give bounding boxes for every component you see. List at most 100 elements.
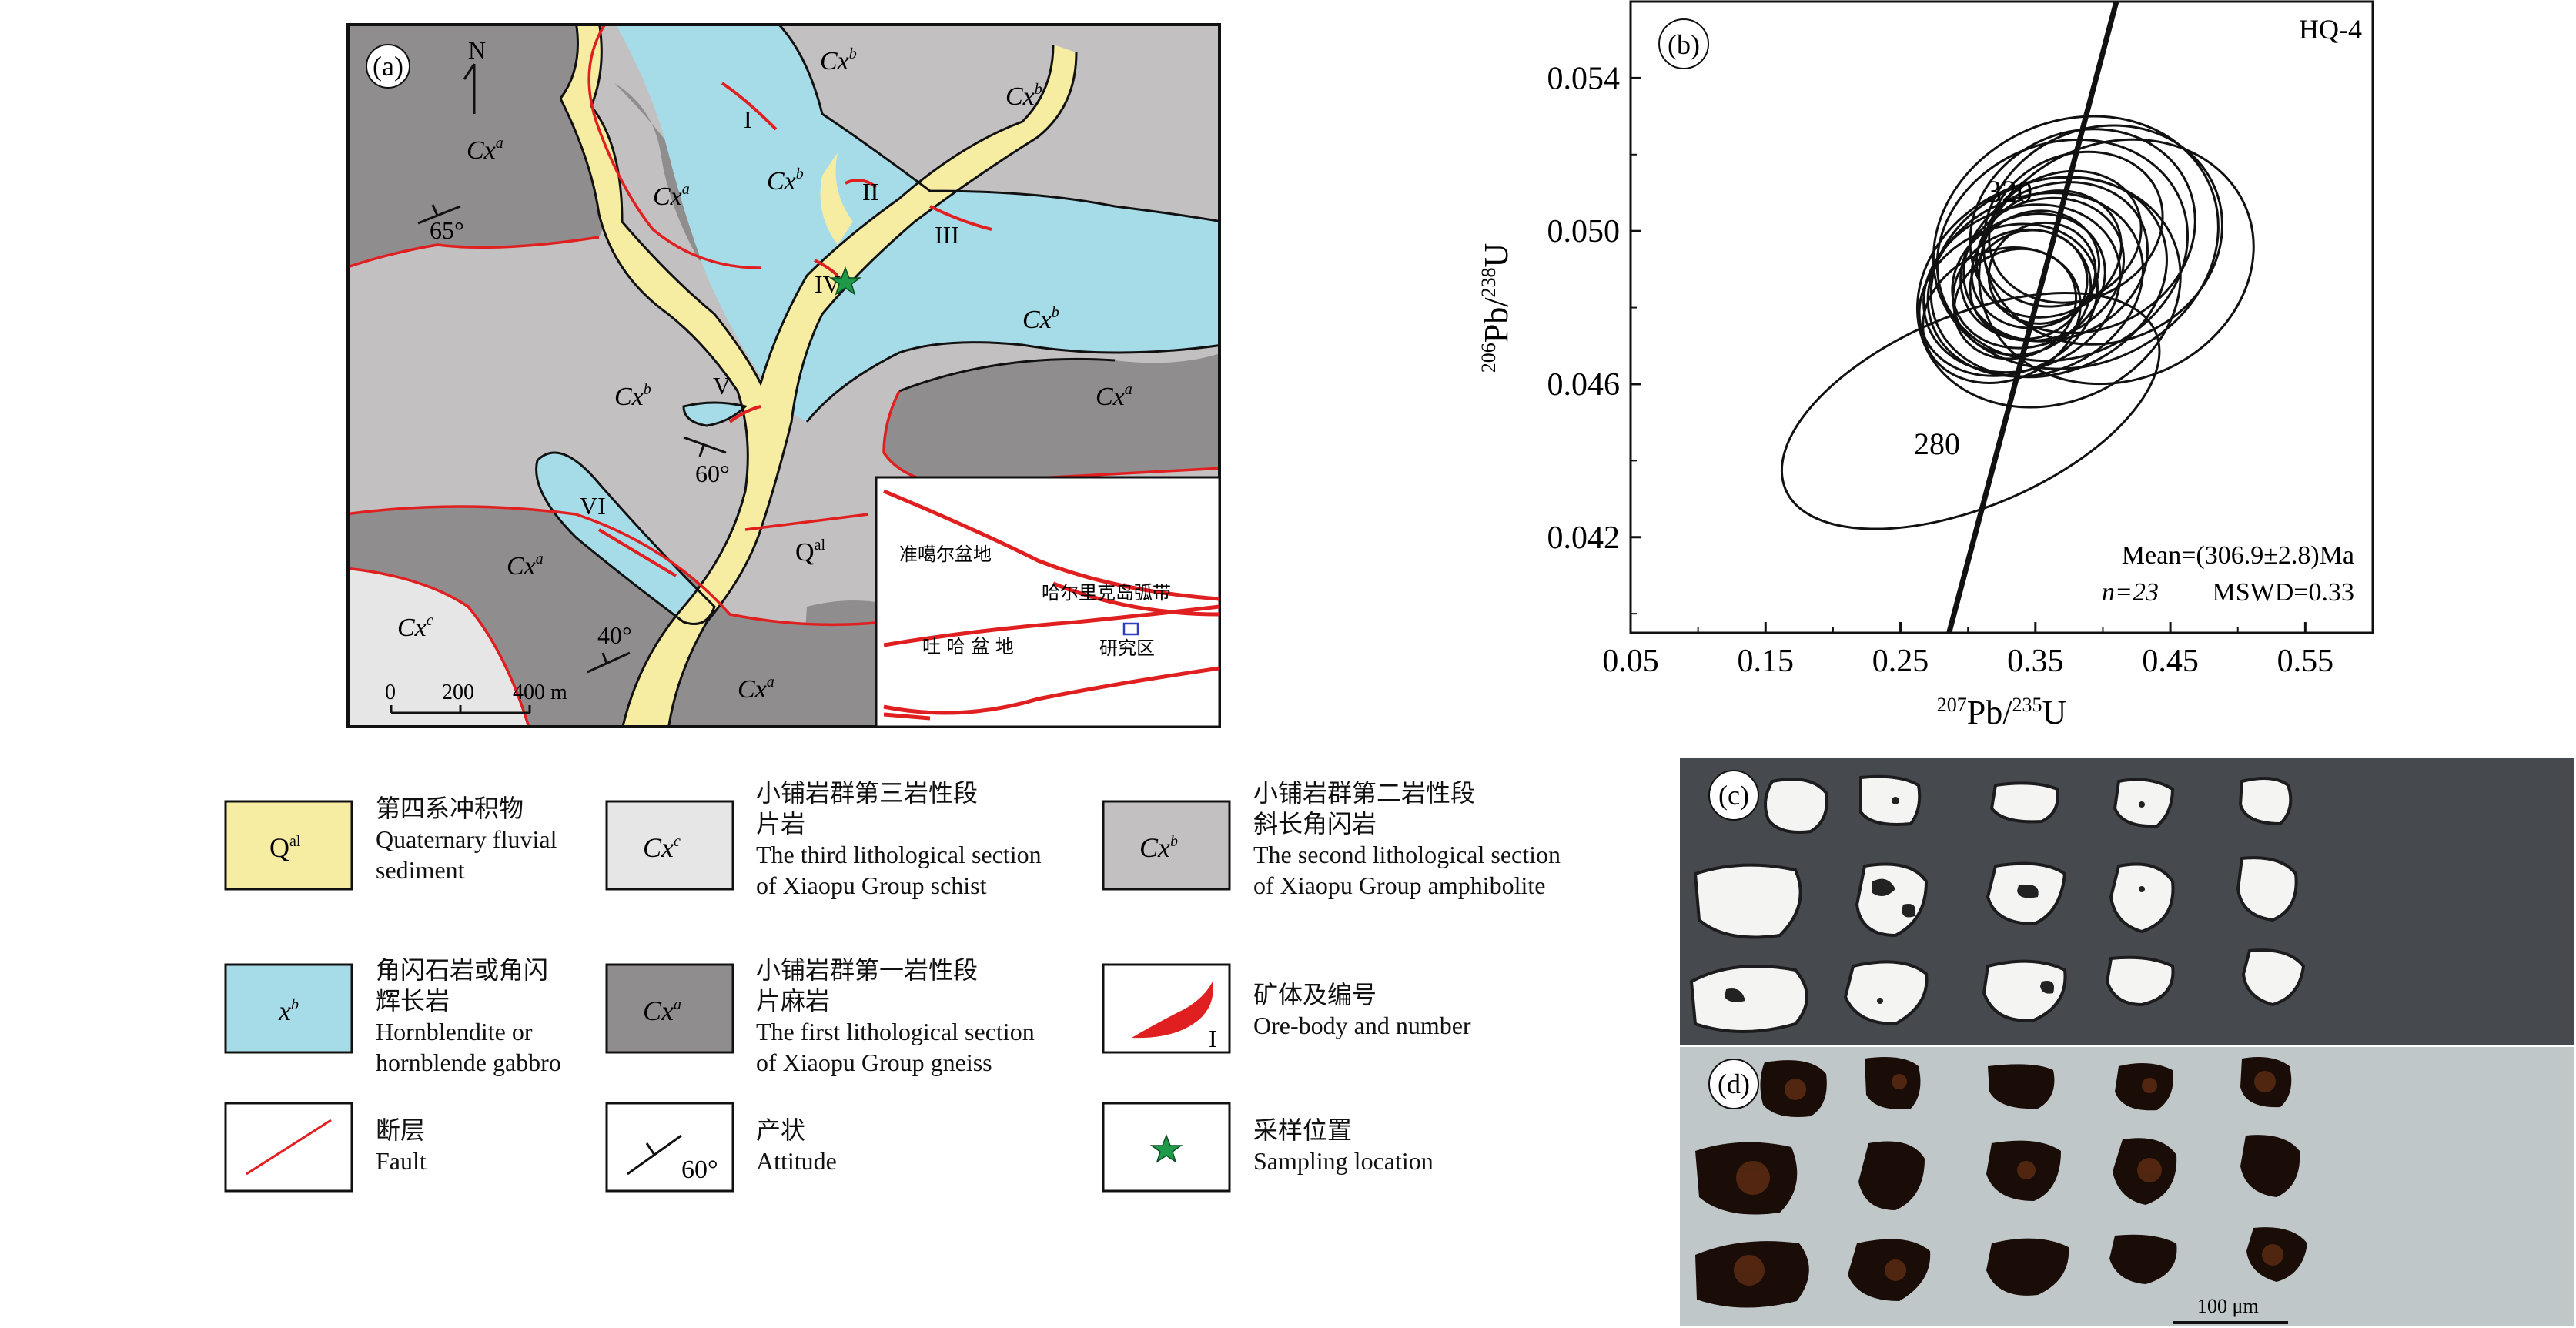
svg-text:200: 200 [442,681,474,704]
svg-text:N: N [468,36,486,64]
reflected-light-photo: (c) [1680,758,2574,1045]
svg-text:III: III [935,221,959,249]
svg-text:Cxb: Cxb [1022,304,1059,334]
x-tick-label: 0.25 [1872,644,1929,679]
attitude-symbols [417,204,727,674]
svg-text:400 m: 400 m [513,681,567,704]
unit-cxa-area [882,353,1219,483]
x-tick-label: 0.35 [2007,644,2064,679]
svg-text:准噶尔盆地: 准噶尔盆地 [899,544,992,565]
svg-text:Qal: Qal [795,537,825,567]
age-label-320: 320 [1986,174,2032,209]
grain-internal-color [1734,1071,2283,1286]
scale-bar-label: 100 μm [2197,1295,2259,1317]
legend-item-sampling: 采样位置 Sampling location [1253,1116,1434,1175]
panel-a-label: (a) [373,51,403,82]
mean-age: Mean=(306.9±2.8)Ma [2122,541,2354,570]
error-ellipse [1987,221,2097,325]
panel-d-label: (d) [1718,1069,1750,1099]
error-ellipse [1988,150,2164,304]
unit-cxc-area [348,568,529,727]
svg-text:哈尔里克岛弧带: 哈尔里克岛弧带 [1042,582,1171,604]
north-arrow: N [463,36,486,114]
unit-cxa-area [348,25,611,267]
x-tick-label: 0.45 [2142,644,2199,679]
svg-text:V: V [713,372,731,400]
error-ellipse [1970,209,2101,329]
error-ellipse [1969,229,2089,341]
error-ellipse [1922,246,2082,384]
n-count: n=23 [2102,578,2159,607]
alluvium [820,152,853,245]
legend-item-qal: 第四系冲积物 Quaternary fluvial sediment [376,794,557,884]
gabbro-body [616,25,1219,422]
svg-text:I: I [1209,1025,1217,1052]
svg-text:Cxb: Cxb [767,166,804,196]
svg-text:Cxc: Cxc [397,612,433,642]
legend-item-gabbro: 角闪石岩或角闪 辉长岩 Hornblendite or hornblende g… [376,955,561,1076]
error-ellipse [1982,124,2224,346]
svg-text:II: II [862,178,878,206]
error-ellipse [1922,203,2122,374]
svg-text:VI: VI [580,492,606,520]
age-label-280: 280 [1914,426,1960,461]
svg-text:Cxa: Cxa [738,674,774,704]
concordia-curve [1946,1,2119,634]
svg-text:I: I [744,105,752,133]
svg-text:0: 0 [385,681,396,704]
legend-item-attitude: 产状 Attitude [756,1116,837,1175]
svg-text:吐 哈 盆 地: 吐 哈 盆 地 [922,636,1014,657]
legend-item-fault: 断层 Fault [376,1116,427,1175]
unit-cxa-area [614,83,776,271]
legend-item-cxa: 小铺岩群第一岩性段 片麻岩 The first lithological sec… [756,955,1035,1076]
location-inset: 准噶尔盆地 哈尔里克岛弧带 吐 哈 盆 地 研究区 [875,476,1221,728]
gabbro-body [536,453,714,624]
geological-map: (a) N Cxa Cxa Cxb Cxb Cxb Cxb Cxb Cxa Cx… [346,23,1221,728]
svg-text:Cxa: Cxa [643,995,681,1026]
ore-bodies [597,82,992,577]
zircon-grains-reflected [1689,774,2306,1033]
error-ellipse [1780,291,2161,530]
svg-text:研究区: 研究区 [1099,637,1155,659]
svg-text:60°: 60° [695,460,730,487]
svg-text:Cxa: Cxa [653,181,690,211]
svg-text:65°: 65° [430,216,464,244]
svg-text:Cxb: Cxb [1139,832,1178,863]
inclusions [1725,797,2145,1004]
error-ellipse [1932,115,2220,370]
transmitted-light-photo: (d) 100 μm [1680,1047,2574,1326]
x-tick-label: 0.15 [1738,644,1795,679]
legend-item-cxc: 小铺岩群第三岩性段 片岩 The third lithological sect… [756,778,1042,899]
svg-text:Cxc: Cxc [643,832,681,863]
y-tick-label: 0.054 [1547,61,1621,96]
y-axis-label: 206Pb/238U [1477,243,1515,373]
y-tick-label: 0.046 [1547,367,1621,403]
scale-bar: 0 200 400 m [385,681,567,714]
panel-b-label: (b) [1668,29,1700,60]
y-tick-label: 0.042 [1547,520,1621,556]
x-tick-label: 0.05 [1602,644,1659,679]
legend-item-orebody: 矿体及编号 Ore-body and number [1253,980,1471,1039]
svg-text:Cxa: Cxa [507,550,544,580]
error-ellipse [1915,176,2182,409]
svg-text:Qal: Qal [269,832,301,863]
svg-text:Cxb: Cxb [614,381,651,411]
legend: Qal 第四系冲积物 Quaternary fluvial sediment C… [223,778,1648,1209]
x-axis-label: 207Pb/235U [1937,694,2066,731]
legend-item-cxb: 小铺岩群第二岩性段 斜长角闪岩 The second lithological … [1253,778,1561,899]
y-tick-label: 0.050 [1547,214,1621,249]
sampling-star [828,266,862,296]
attitude-values: 65° 60° 40° [430,216,730,649]
svg-text:Cxa: Cxa [1096,381,1132,411]
gabbro-body [684,403,745,426]
plot-frame [1629,0,2374,634]
svg-text:xb: xb [278,995,299,1026]
error-ellipse [1969,128,2196,335]
svg-text:40°: 40° [597,621,632,649]
svg-text:60°: 60° [681,1156,718,1184]
svg-text:Cxb: Cxb [1005,81,1042,111]
error-ellipse [1952,247,2078,360]
map-unit-labels: Cxa Cxa Cxb Cxb Cxb Cxb Cxb Cxa Cxa Cxc … [397,45,1132,704]
svg-text:Cxb: Cxb [820,45,857,75]
